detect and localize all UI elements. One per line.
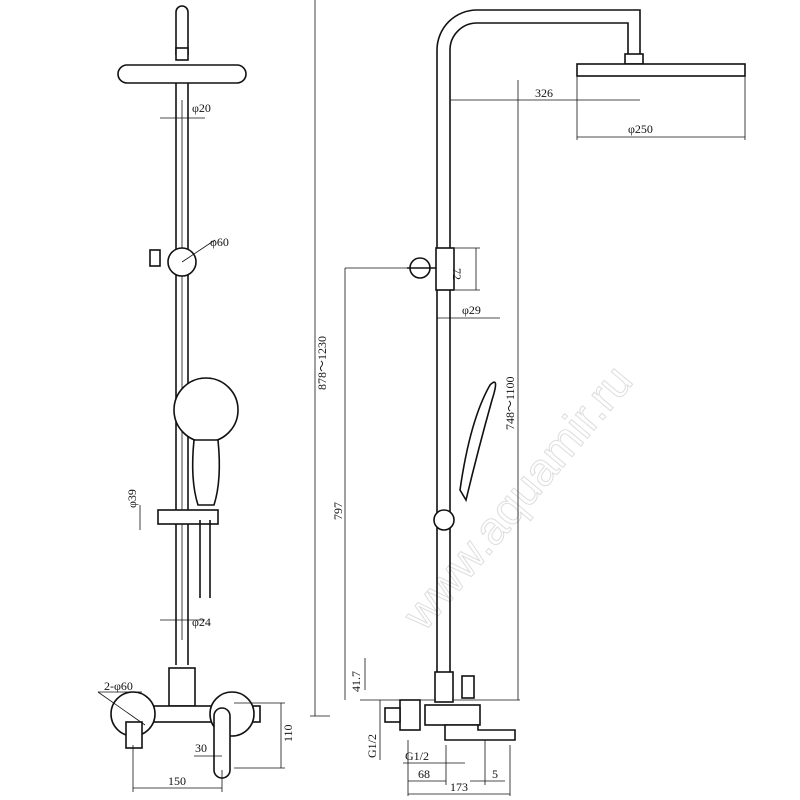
side-inlet (384, 707, 401, 723)
side-diverter (434, 671, 454, 703)
arm-connector (624, 53, 644, 65)
dim-flange: 2-φ60 (104, 679, 133, 693)
top-pipe (175, 5, 189, 55)
dim-inlet-thread-bottom: G1/2 (405, 749, 429, 763)
lower-slider (433, 509, 455, 531)
hand-shower-head (173, 377, 239, 443)
dim-mixer-offset: 41.7 (349, 671, 363, 692)
diverter (168, 667, 196, 707)
dim-lower-pipe: φ24 (192, 615, 211, 629)
dim-holder: φ39 (125, 489, 139, 508)
handshower-holder (157, 509, 219, 525)
hand-shower-handle (191, 439, 221, 506)
side-view: 878～1230 326 φ250 748～1100 72 φ29 797 41… (310, 0, 746, 796)
dim-head-diameter: φ250 (628, 122, 653, 136)
dim-pipe-diameter-side: φ29 (462, 303, 481, 317)
head-connector (175, 47, 189, 61)
side-mixer-body (424, 704, 481, 726)
diverter-knob (461, 675, 475, 699)
left-inlet (125, 721, 143, 749)
spout (444, 724, 516, 741)
dim-slider-position: 797 (331, 502, 345, 520)
shower-head (117, 64, 247, 84)
dim-depth-inlet: 68 (418, 767, 430, 781)
dim-adjust-height: 748～1100 (503, 376, 517, 430)
dim-lever-offset: 30 (195, 741, 207, 755)
dim-inlet-thread-left: G1/2 (365, 734, 379, 758)
dim-spout-offset: 5 (492, 767, 498, 781)
rain-shower-head (576, 63, 746, 77)
dim-pipe-diameter: φ20 (192, 101, 211, 115)
lever (213, 707, 231, 779)
side-slider (435, 247, 455, 291)
front-view: φ20 φ60 φ39 φ24 2-φ60 110 30 150 (97, 5, 295, 792)
dim-arm-reach: 326 (535, 86, 553, 100)
side-flange (399, 699, 421, 731)
dim-spout-depth: 173 (450, 780, 468, 794)
dim-total-height: 878～1230 (315, 336, 329, 390)
dim-slider-height: 72 (450, 268, 464, 280)
side-hand-shower (459, 381, 497, 503)
dim-slider-diameter: φ60 (210, 235, 229, 249)
slider-knob (149, 249, 161, 267)
dim-mixer-height: 110 (281, 724, 295, 742)
dim-inlet-spacing: 150 (168, 774, 186, 788)
